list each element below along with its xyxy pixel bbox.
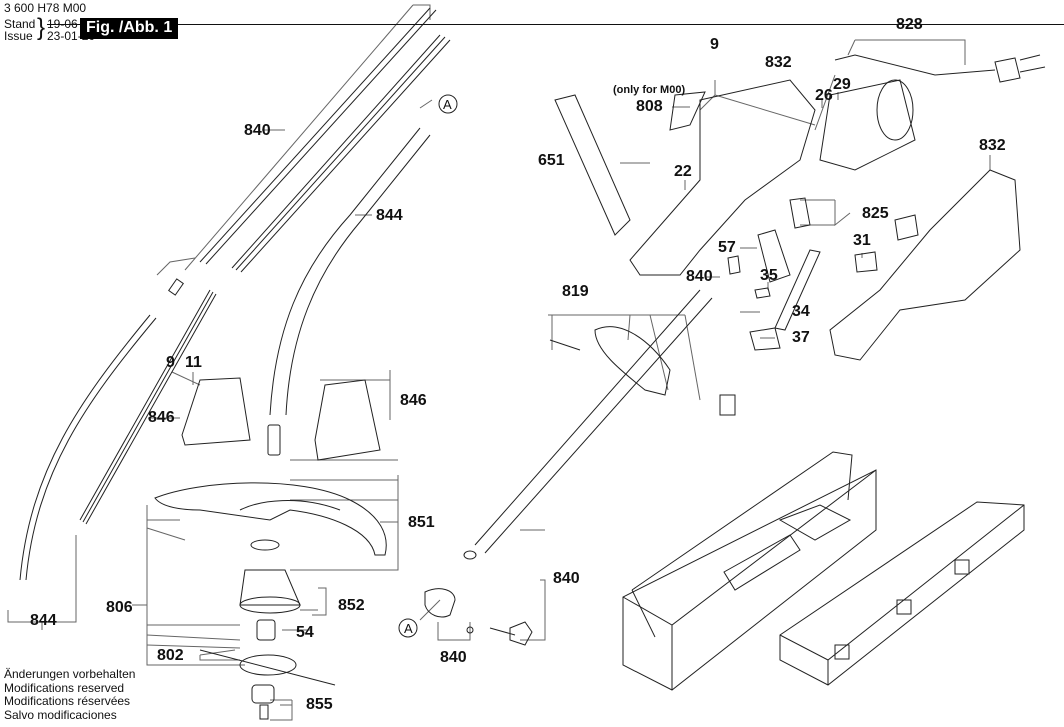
notice-es: Salvo modificaciones [4, 707, 117, 722]
drive-shaft [19, 7, 451, 581]
callout-57: 57 [718, 239, 736, 256]
callout-11: 11 [185, 354, 202, 371]
safety-guard [154, 482, 387, 556]
auxiliary-handle [549, 326, 736, 416]
main-tube [463, 289, 713, 560]
modifications-notice: Änderungen vorbehalten Modifications res… [4, 667, 136, 722]
callout-9-top: 9 [710, 36, 719, 53]
notice-en: Modifications reserved [4, 680, 125, 695]
callout-26: 26 [815, 87, 833, 104]
callout-34: 34 [792, 303, 810, 320]
callout-31: 31 [853, 232, 871, 249]
stand-date: 19-06 [47, 18, 1064, 31]
motor-mount [181, 377, 381, 461]
grip-strip [554, 94, 631, 236]
issue-label: Issue [4, 29, 33, 43]
callout-54: 54 [296, 624, 314, 641]
callout-29: 29 [833, 76, 851, 93]
notice-de: Änderungen vorbehalten [4, 667, 136, 681]
callout-840-right: 840 [553, 570, 580, 587]
power-cable [834, 54, 1046, 83]
spool-head [199, 539, 336, 720]
tube-clamp [398, 588, 533, 646]
packaging-open-box [622, 451, 877, 691]
callout-840-mid: 840 [686, 268, 713, 285]
brace-icon: } [37, 14, 46, 41]
callout-828: 828 [896, 16, 923, 33]
callout-802: 802 [157, 647, 184, 664]
callout-35: 35 [760, 267, 778, 284]
motor-housing-right [829, 169, 1021, 361]
packaging-closed-box [779, 501, 1025, 686]
switch-parts [727, 197, 821, 351]
curved-tube [269, 94, 458, 416]
callout-852: 852 [338, 597, 365, 614]
callout-840-top: 840 [244, 122, 271, 139]
callout-808: 808 [636, 98, 663, 115]
callout-832-right: 832 [979, 137, 1006, 154]
leader-lines [7, 4, 991, 721]
callout-9-left: 9 [166, 354, 175, 371]
callout-808-note: (only for M00) [613, 84, 686, 96]
callout-22: 22 [674, 163, 692, 180]
motor [819, 79, 916, 171]
callout-844-top: 844 [376, 207, 403, 224]
callout-846-left: 846 [148, 409, 175, 426]
motor-housing-left [629, 79, 816, 276]
callout-855: 855 [306, 696, 333, 713]
reference-marker-a-top: A [443, 97, 452, 112]
document-number: 3 600 H78 M00 [4, 1, 87, 15]
callout-806: 806 [106, 599, 133, 616]
callout-819: 819 [562, 283, 589, 300]
callout-851: 851 [408, 514, 435, 531]
stand-label: Stand [4, 17, 36, 31]
figure-badge: Fig. /Abb. 1 [80, 18, 179, 39]
callout-37: 37 [792, 329, 810, 346]
callout-846-right: 846 [400, 392, 427, 409]
callout-832-left: 832 [765, 54, 792, 71]
callout-844-bottom: 844 [30, 612, 57, 629]
notice-fr: Modifications réservées [4, 694, 131, 708]
callout-825: 825 [862, 205, 889, 222]
reference-marker-a-bottom: A [404, 621, 413, 636]
callout-840-bottom: 840 [440, 649, 467, 666]
callout-651: 651 [538, 152, 565, 169]
